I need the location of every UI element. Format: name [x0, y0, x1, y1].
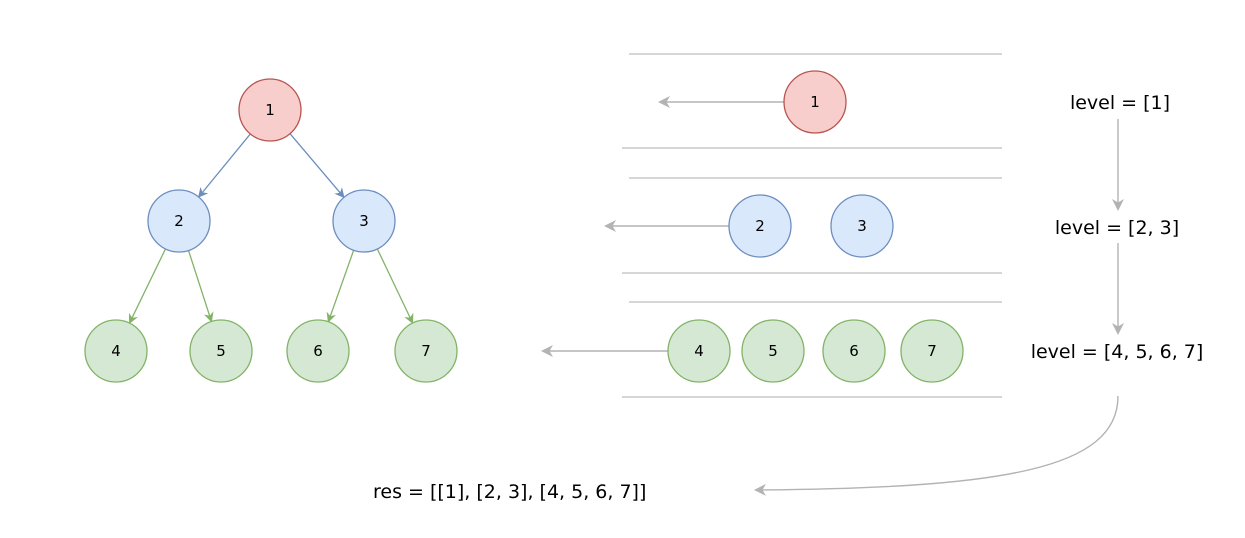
node-label: 3: [359, 212, 369, 230]
node-circle: [822, 319, 886, 383]
node-circle: [900, 319, 964, 383]
level-2-node-2: 2: [728, 194, 792, 258]
tree-node-5: 5: [189, 319, 253, 383]
tree-edge-3-6: [326, 250, 355, 323]
node-circle: [189, 319, 253, 383]
node-circle: [394, 319, 458, 383]
node-label: 2: [174, 212, 184, 230]
node-label: 2: [755, 217, 765, 235]
node-label: 4: [111, 342, 121, 360]
binary-tree: 1 2 3 4 5 6 7: [84, 78, 458, 383]
tree-nodes: 1 2 3 4 5 6 7: [84, 78, 458, 383]
tree-edge-1-2: [198, 133, 251, 198]
node-circle: [147, 189, 211, 253]
level-3-node-7: 7: [900, 319, 964, 383]
result-text: res = [[1], [2, 3], [4, 5, 6, 7]]: [373, 481, 646, 503]
node-circle: [728, 194, 792, 258]
node-circle: [741, 319, 805, 383]
node-label: 6: [849, 342, 859, 360]
level-text-1: level = [1]: [1070, 92, 1170, 114]
level-arrows: [541, 96, 784, 357]
tree-node-2: 2: [147, 189, 211, 253]
node-circle: [667, 319, 731, 383]
node-label: 1: [265, 101, 275, 119]
tree-edge-2-5: [187, 250, 214, 323]
tree-edges: [128, 133, 414, 325]
node-circle: [830, 194, 894, 258]
node-label: 6: [313, 342, 323, 360]
node-label: 4: [694, 342, 704, 360]
level-1-node-1: 1: [783, 70, 847, 134]
level-3-node-5: 5: [741, 319, 805, 383]
level-2-node-3: 3: [830, 194, 894, 258]
node-label: 7: [421, 342, 431, 360]
level-text-3: level = [4, 5, 6, 7]: [1031, 341, 1204, 363]
tree-node-6: 6: [286, 319, 350, 383]
level-text-2: level = [2, 3]: [1055, 217, 1179, 239]
node-label: 3: [857, 217, 867, 235]
level-3-node-6: 6: [822, 319, 886, 383]
level-3-node-4: 4: [667, 319, 731, 383]
node-circle: [84, 319, 148, 383]
tree-edge-2-4: [128, 248, 167, 325]
tree-edge-3-7: [376, 248, 414, 324]
tree-node-4: 4: [84, 319, 148, 383]
node-label: 7: [927, 342, 937, 360]
node-label: 1: [810, 93, 820, 111]
level-bands: [622, 53, 1002, 398]
node-label: 5: [216, 342, 226, 360]
tree-node-1: 1: [238, 78, 302, 142]
tree-node-3: 3: [332, 189, 396, 253]
level-nodes: 1 2 3 4 5 6 7: [667, 70, 964, 383]
node-circle: [332, 189, 396, 253]
tree-edge-1-3: [289, 133, 345, 199]
node-circle: [238, 78, 302, 142]
tree-node-7: 7: [394, 319, 458, 383]
node-circle: [783, 70, 847, 134]
result-arrow: [754, 395, 1119, 496]
node-label: 5: [768, 342, 778, 360]
node-circle: [286, 319, 350, 383]
